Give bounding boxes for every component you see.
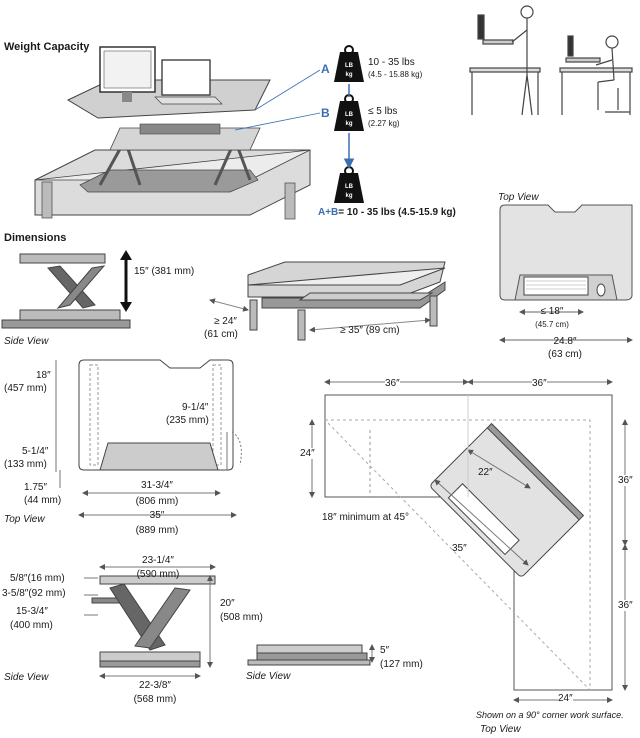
tv-tray-depth: 5-1/4″ [22, 446, 49, 457]
tv-depth-metric: (457 mm) [4, 383, 47, 394]
side-view-large [84, 564, 216, 679]
sv-top-width: 23-1/4″ [142, 555, 174, 566]
sv-thick: 5/8″(16 mm) [10, 573, 65, 584]
isometric-riser [209, 261, 446, 341]
sum-line: A+B= 10 - 35 lbs (4.5-15.9 kg) [318, 207, 456, 218]
tv-depth: 18″ [36, 370, 51, 381]
b-limit: ≤ 5 lbs [368, 106, 398, 117]
collapsed-side-view [247, 644, 375, 666]
depth: ≥ 24″ [214, 316, 237, 327]
corner-diag: 22″ [478, 467, 493, 478]
top-view-label-1: Top View [498, 192, 539, 203]
top-view-large [55, 359, 242, 518]
sv-height: 20″ [220, 598, 235, 609]
tv-tray-offset-metric: (44 mm) [24, 495, 62, 506]
label-a: A [321, 62, 330, 76]
top-width: 24.8″ [553, 336, 577, 347]
weight-icons [334, 45, 364, 203]
tv-tray-width: 31-3/4″ [141, 480, 173, 491]
tv-total-width-metric: (889 mm) [135, 525, 179, 536]
kb-width-metric: (45.7 cm) [535, 320, 569, 329]
posture-figures [469, 5, 633, 116]
sv-base-metric: (568 mm) [133, 694, 177, 705]
corner-top-right: 36″ [532, 378, 547, 389]
sv-top-width-metric: (590 mm) [136, 569, 180, 580]
sv-kb-height: 15-3/4″ [16, 606, 48, 617]
collapsed-height: 5″ [380, 645, 390, 656]
dimensions-heading: Dimensions [4, 232, 67, 244]
corner-minimum: 18″ minimum at 45° [322, 512, 410, 523]
top-width-metric: (63 cm) [548, 349, 582, 360]
corner-diag-width: 35″ [452, 543, 467, 554]
collapsed-label: Side View [246, 671, 291, 682]
sv-label: Side View [4, 672, 49, 683]
tv-tray-width-metric: (806 mm) [135, 496, 179, 507]
a-range-metric: (4.5 - 15.88 kg) [368, 70, 423, 79]
top-view-small [499, 204, 633, 343]
corner-top-left: 36″ [385, 378, 400, 389]
label-b: B [321, 106, 330, 120]
corner-left-depth: 24″ [300, 448, 315, 459]
corner-caption: Shown on a 90° corner work surface. [476, 710, 624, 720]
corner-label: Top View [480, 724, 521, 735]
collapsed-height-metric: (127 mm) [380, 659, 423, 670]
a-range: 10 - 35 lbs [368, 57, 415, 68]
weight-heading: Weight Capacity [4, 41, 90, 53]
tv-notch-depth: 9-1/4″ [182, 402, 209, 413]
tv-notch-depth-metric: (235 mm) [166, 415, 209, 426]
sv-base: 22-3/8″ [139, 680, 171, 691]
width: ≥ 35″ (89 cm) [340, 325, 400, 336]
sv-kb-drop: 3-5/8″(92 mm) [2, 588, 66, 599]
corner-right-upper: 36″ [618, 475, 633, 486]
sv-height-metric: (508 mm) [220, 612, 263, 623]
tv-tray-depth-metric: (133 mm) [4, 459, 47, 470]
kb-width: ≤ 18″ [540, 306, 564, 317]
tv-label: Top View [4, 514, 45, 525]
desk-illustration [34, 46, 321, 220]
corner-right-lower: 36″ [618, 600, 633, 611]
b-limit-metric: (2.27 kg) [368, 119, 400, 128]
sv-kb-height-metric: (400 mm) [10, 620, 53, 631]
side-height: 15″ (381 mm) [134, 266, 195, 277]
side-view-label-1: Side View [4, 336, 49, 347]
side-profile-small [1, 250, 132, 329]
tv-total-width: 35″ [149, 510, 165, 521]
tv-tray-offset: 1.75″ [24, 482, 48, 493]
corner-layout [309, 379, 628, 703]
corner-bottom: 24″ [558, 693, 573, 704]
depth-metric: (61 cm) [204, 329, 238, 340]
